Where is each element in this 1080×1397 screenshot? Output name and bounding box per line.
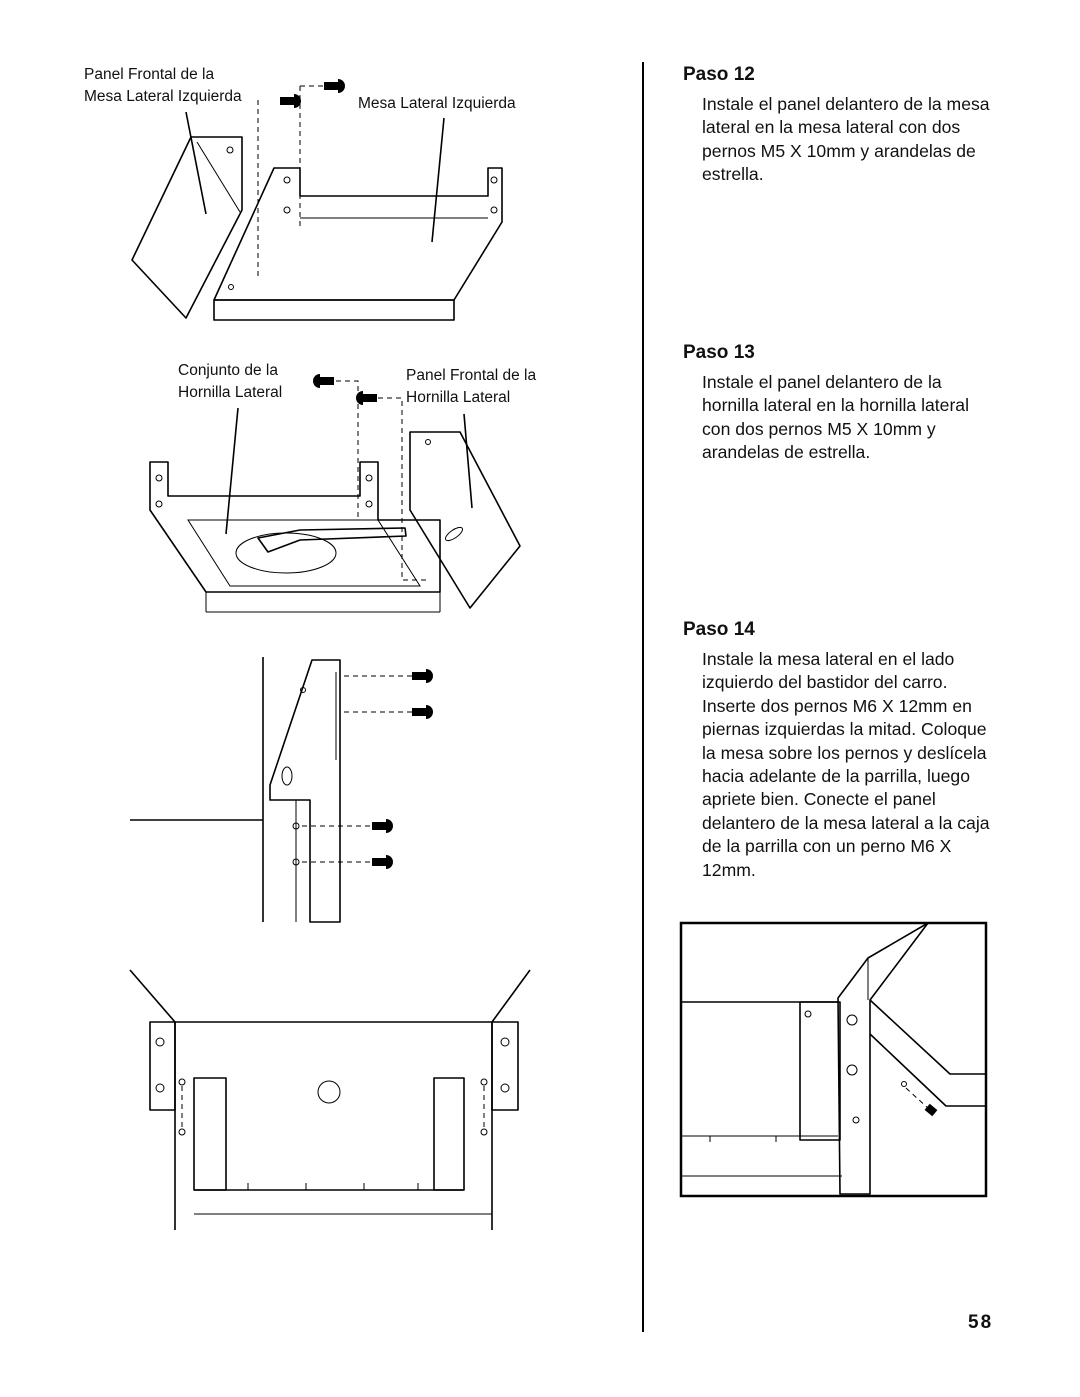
step-12-text: Instale el panel delantero de la mesa la… (702, 94, 990, 185)
fig1-label-left: Panel Frontal de la Mesa Lateral Izquier… (84, 66, 242, 105)
step-14-text: Instale la mesa lateral en el lado izqui… (702, 649, 990, 880)
step-13: Paso 13 Instale el panel delantero de la… (683, 341, 1002, 465)
step-14-title: Paso 14 (683, 619, 755, 640)
step-12: Paso 12 Instale el panel delantero de la… (683, 63, 1002, 187)
fig1-label-right: Mesa Lateral Izquierda (358, 95, 516, 112)
page-number: 58 (968, 1312, 994, 1333)
column-divider (642, 62, 644, 1332)
step-13-title: Paso 13 (683, 342, 755, 363)
step-14: Paso 14 Instale la mesa lateral en el la… (683, 618, 1002, 882)
step-12-title: Paso 12 (683, 64, 755, 85)
fig2-label-right: Panel Frontal de la Hornilla Lateral (406, 367, 537, 406)
fig2-label-left: Conjunto de la Hornilla Lateral (178, 362, 283, 401)
step-13-text: Instale el panel delantero de la hornill… (702, 372, 969, 463)
